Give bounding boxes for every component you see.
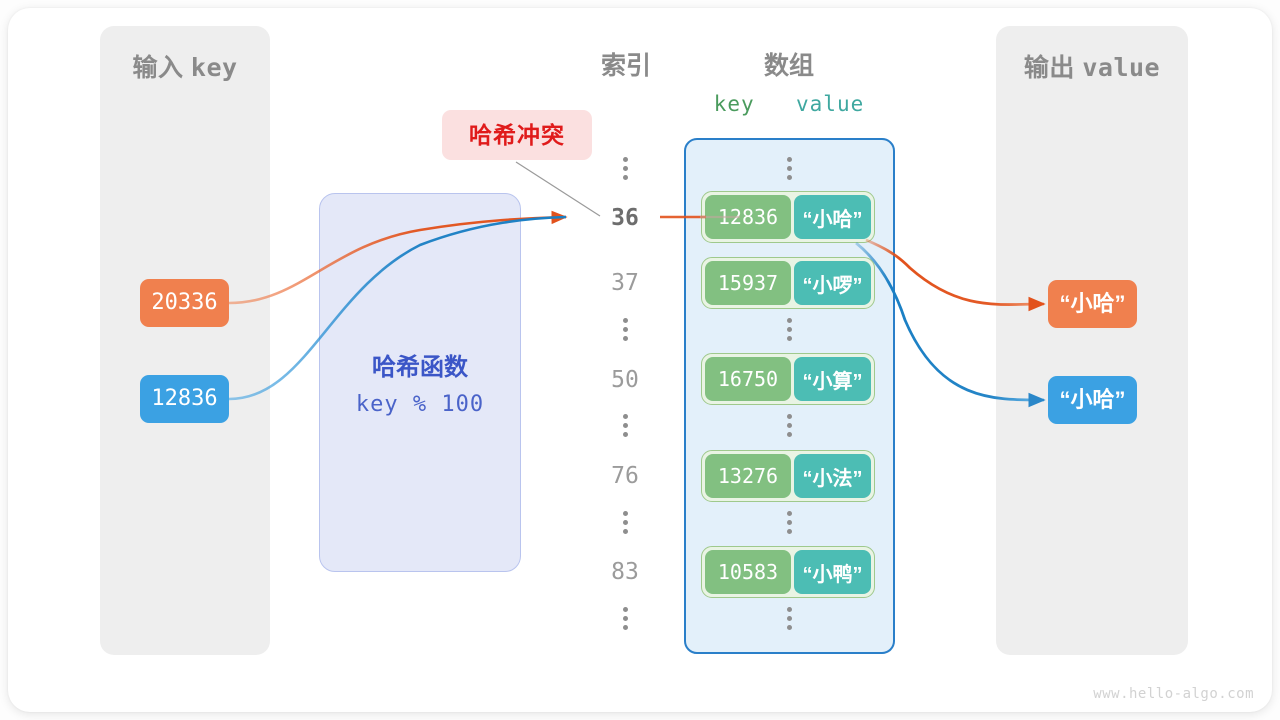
index-column-header: 索引 — [600, 52, 651, 80]
input-key-panel: 输入 key — [100, 26, 270, 655]
array-ellipsis-1 — [782, 318, 796, 341]
output-panel-title-cjk: 输出 — [1023, 54, 1075, 82]
bucket-value-xiaosuan: “小算” — [794, 357, 871, 401]
index-label-50: 50 — [611, 367, 639, 393]
value-header-label: value — [796, 92, 865, 116]
array-ellipsis-bottom — [782, 607, 796, 630]
index-label-37: 37 — [611, 270, 639, 296]
bucket-row-76[interactable]: 13276 “小法” — [701, 450, 875, 502]
index-ellipsis-3 — [618, 511, 632, 534]
key-value-header: key value — [684, 92, 894, 116]
hash-collision-label: 哈希冲突 — [469, 122, 565, 148]
output-panel-title-mono: value — [1082, 53, 1161, 82]
hash-collision-badge: 哈希冲突 — [442, 110, 592, 160]
input-panel-title: 输入 key — [100, 48, 270, 84]
input-panel-title-mono: key — [190, 53, 238, 82]
input-panel-title-cjk: 输入 — [132, 54, 184, 82]
input-key-pill-12836[interactable]: 12836 — [140, 375, 229, 423]
bucket-key-12836: 12836 — [705, 195, 791, 239]
index-ellipsis-2 — [618, 414, 632, 437]
bucket-row-36[interactable]: 12836 “小哈” — [701, 191, 875, 243]
output-value-pill-blue[interactable]: “小哈” — [1048, 376, 1137, 424]
bucket-value-xiaoluo: “小啰” — [794, 261, 871, 305]
bucket-value-xiaoha: “小哈” — [794, 195, 871, 239]
hash-function-formula: key % 100 — [355, 392, 485, 417]
array-column-header: 数组 — [763, 52, 814, 80]
bucket-key-15937: 15937 — [705, 261, 791, 305]
bucket-row-50[interactable]: 16750 “小算” — [701, 353, 875, 405]
index-ellipsis-bottom — [618, 607, 632, 630]
input-key-pill-20336[interactable]: 20336 — [140, 279, 229, 327]
index-label-36: 36 — [611, 205, 639, 231]
bucket-value-xiaoya: “小鸭” — [794, 550, 871, 594]
output-panel-title: 输出 value — [996, 48, 1188, 84]
hash-function-title: 哈希函数 — [372, 354, 468, 381]
output-value-panel: 输出 value — [996, 26, 1188, 655]
index-ellipsis-1 — [618, 318, 632, 341]
bucket-row-37[interactable]: 15937 “小啰” — [701, 257, 875, 309]
index-ellipsis-top — [618, 157, 632, 180]
bucket-row-83[interactable]: 10583 “小鸭” — [701, 546, 875, 598]
watermark: www.hello-algo.com — [1093, 686, 1254, 702]
hash-function-box: 哈希函数 key % 100 — [319, 193, 521, 572]
index-label-76: 76 — [611, 463, 639, 489]
bucket-key-13276: 13276 — [705, 454, 791, 498]
bucket-value-xiaofa: “小法” — [794, 454, 871, 498]
array-ellipsis-3 — [782, 511, 796, 534]
array-ellipsis-2 — [782, 414, 796, 437]
output-value-pill-orange[interactable]: “小哈” — [1048, 280, 1137, 328]
array-ellipsis-top — [782, 157, 796, 180]
key-header-label: key — [713, 92, 755, 116]
bucket-key-16750: 16750 — [705, 357, 791, 401]
bucket-key-10583: 10583 — [705, 550, 791, 594]
index-label-83: 83 — [611, 559, 639, 585]
